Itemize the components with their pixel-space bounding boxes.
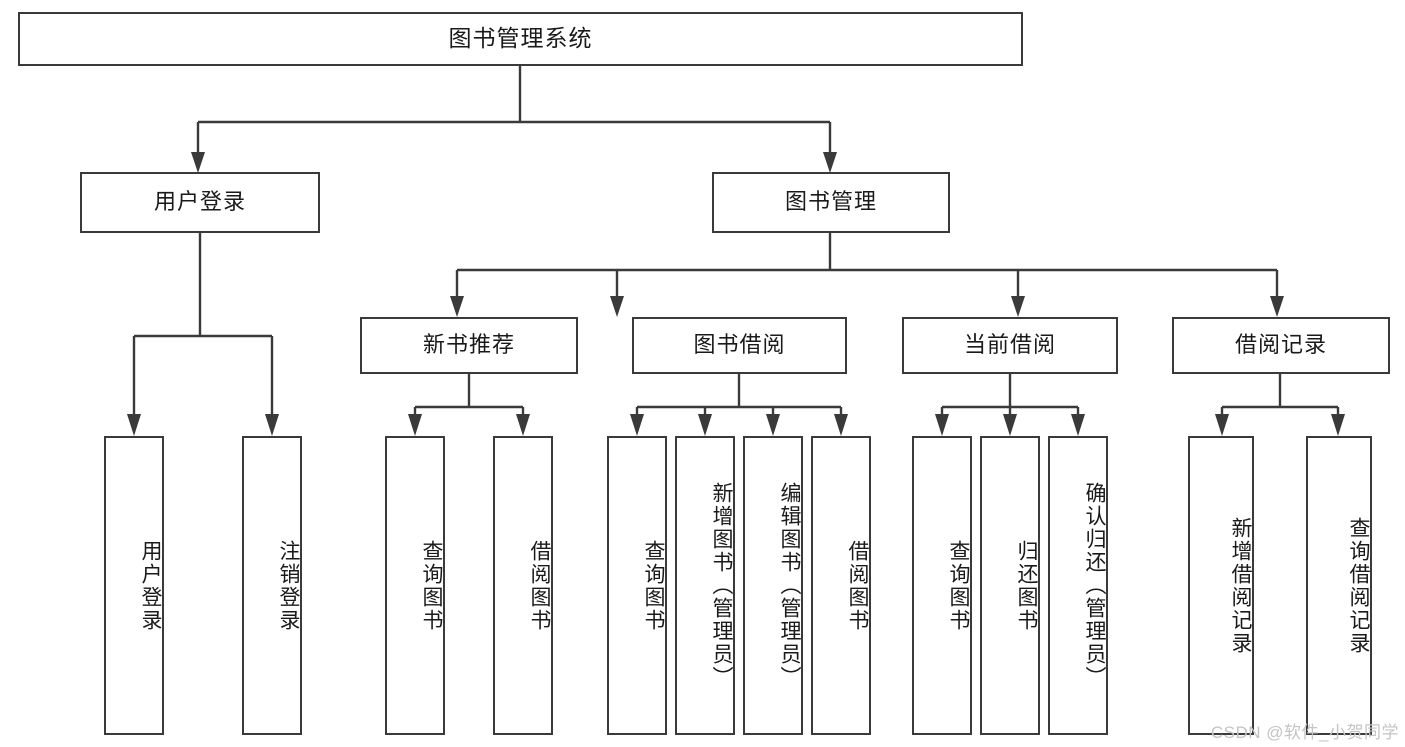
leaf-user-login-login[interactable]: 用户登录 bbox=[104, 436, 164, 735]
node-book-management[interactable]: 图书管理 bbox=[712, 172, 950, 233]
leaf-borrow-borrow-book[interactable]: 借阅图书 bbox=[811, 436, 871, 735]
leaf-current-query-book[interactable]: 查询图书 bbox=[912, 436, 972, 735]
node-label: 查询图书 bbox=[947, 539, 970, 632]
leaf-recommend-borrow-book[interactable]: 借阅图书 bbox=[493, 436, 553, 735]
node-root-system[interactable]: 图书管理系统 bbox=[18, 12, 1023, 66]
node-label: 用户登录 bbox=[153, 189, 246, 215]
leaf-record-query-record[interactable]: 查询借阅记录 bbox=[1306, 436, 1372, 735]
leaf-borrow-query-book[interactable]: 查询图书 bbox=[607, 436, 667, 735]
node-label: 当前借阅 bbox=[963, 332, 1056, 358]
csdn-watermark: CSDN @软件_小贺同学 bbox=[1210, 723, 1399, 742]
node-label: 查询图书 bbox=[420, 539, 443, 632]
node-label: 注销登录 bbox=[277, 539, 300, 632]
node-label: 编辑图书（管理员） bbox=[778, 482, 801, 689]
leaf-borrow-edit-book-admin[interactable]: 编辑图书（管理员） bbox=[743, 436, 803, 735]
node-label: 借阅记录 bbox=[1234, 332, 1327, 358]
node-label: 新书推荐 bbox=[422, 332, 515, 358]
node-user-login[interactable]: 用户登录 bbox=[80, 172, 320, 233]
node-book-borrow[interactable]: 图书借阅 bbox=[632, 317, 847, 374]
node-label: 查询借阅记录 bbox=[1347, 516, 1370, 655]
leaf-recommend-query-book[interactable]: 查询图书 bbox=[385, 436, 445, 735]
node-label: 查询图书 bbox=[642, 539, 665, 632]
node-label: 借阅图书 bbox=[846, 539, 869, 632]
leaf-record-add-record[interactable]: 新增借阅记录 bbox=[1188, 436, 1254, 735]
leaf-borrow-add-book-admin[interactable]: 新增图书（管理员） bbox=[675, 436, 735, 735]
node-label: 用户登录 bbox=[139, 539, 162, 632]
node-label: 新增图书（管理员） bbox=[710, 482, 733, 689]
node-new-book-recommend[interactable]: 新书推荐 bbox=[360, 317, 578, 374]
node-label: 归还图书 bbox=[1015, 539, 1038, 632]
node-current-borrow[interactable]: 当前借阅 bbox=[902, 317, 1118, 374]
node-label: 图书借阅 bbox=[693, 332, 786, 358]
leaf-current-confirm-return-admin[interactable]: 确认归还（管理员） bbox=[1048, 436, 1108, 735]
node-label: 图书管理 bbox=[784, 189, 877, 215]
leaf-current-return-book[interactable]: 归还图书 bbox=[980, 436, 1040, 735]
node-label: 借阅图书 bbox=[528, 539, 551, 632]
node-label: 确认归还（管理员） bbox=[1083, 482, 1106, 689]
leaf-user-login-logout[interactable]: 注销登录 bbox=[242, 436, 302, 735]
node-borrow-record[interactable]: 借阅记录 bbox=[1172, 317, 1390, 374]
node-label: 新增借阅记录 bbox=[1229, 516, 1252, 655]
node-label: 图书管理系统 bbox=[448, 25, 593, 52]
